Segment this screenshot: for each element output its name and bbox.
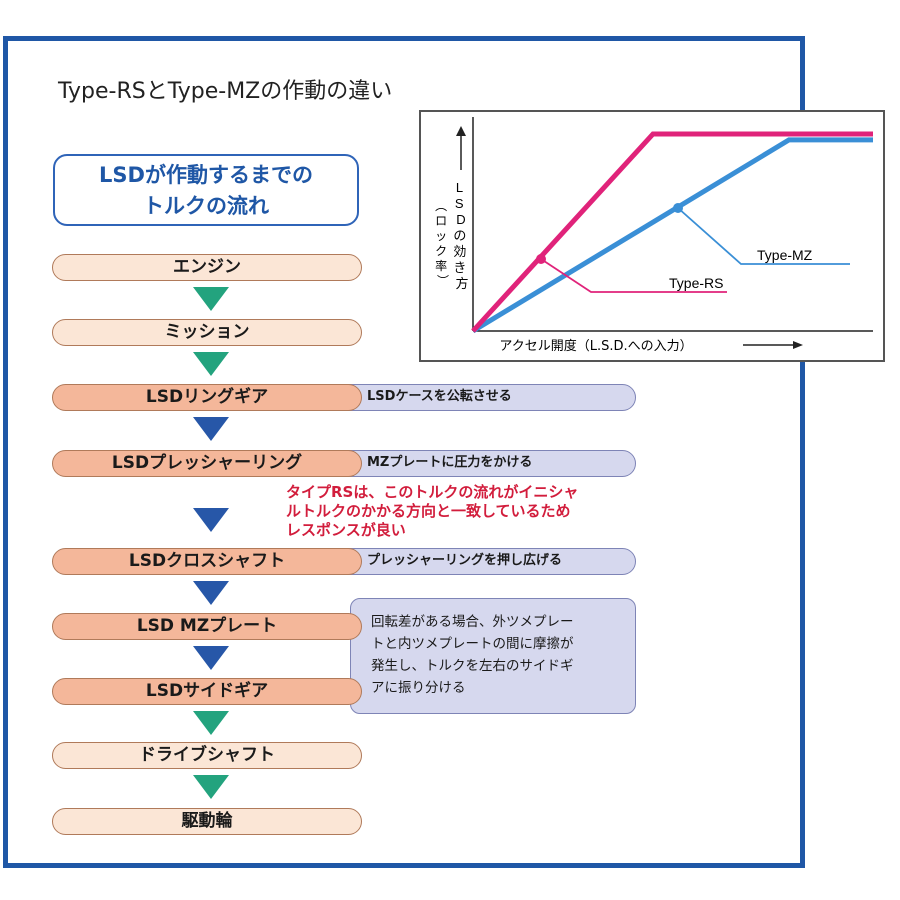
page-title: Type-RSとType-MZの作動の違い [58, 79, 393, 104]
flow-arrow-icon [193, 417, 229, 441]
flow-arrow-icon [193, 646, 229, 670]
lsd-chart-svg: L S D の 効 き 方 ︵ ロ ッ ク 率 ︶ アクセル開度（L.S.D.へ… [435, 117, 873, 354]
note-line: タイプRSは、このトルクの流れがイニシャ [286, 483, 579, 501]
series-line-type-mz [471, 137, 873, 334]
type-rs-note: タイプRSは、このトルクの流れがイニシャ ルトルクのかかる方向と一致しているため… [286, 483, 578, 540]
type-mz-marker [673, 203, 683, 213]
desc-mz-plate-line: 発生し、トルクを左右のサイドギ [371, 658, 574, 674]
step-drive-shaft: ドライブシャフト [52, 742, 362, 769]
step-engine: エンジン [52, 254, 362, 281]
flow-arrow-icon [193, 287, 229, 311]
desc-mz-plate-line: 回転差がある場合、外ツメプレー [371, 614, 574, 630]
y-axis-label-2: の 効 き 方 [453, 229, 470, 292]
x-arrowhead-icon [793, 341, 803, 349]
flow-arrow-icon [193, 508, 229, 532]
ylabel-char: L [456, 180, 463, 195]
desc-mz-plate: 回転差がある場合、外ツメプレー トと内ツメプレートの間に摩擦が 発生し、トルクを… [350, 598, 636, 714]
series-line-type-rs [471, 131, 873, 333]
desc-mz-plate-line: アに振り分ける [371, 680, 466, 696]
step-lsd-side-gear: LSDサイドギア [52, 678, 362, 705]
step-lsd-pressure-ring: LSDプレッシャーリング [52, 450, 362, 477]
step-lsd-mz-plate: LSD MZプレート [52, 613, 362, 640]
ylabel-char: S [455, 196, 464, 211]
lsd-chart: L S D の 効 き 方 ︵ ロ ッ ク 率 ︶ アクセル開度（L.S.D.へ… [419, 110, 885, 362]
flow-header: LSDが作動するまでの トルクの流れ [53, 154, 359, 226]
y-axis-label: L S D [455, 180, 467, 227]
desc-mz-plate-line: トと内ツメプレートの間に摩擦が [371, 636, 574, 652]
note-line: レスポンスが良い [286, 521, 406, 539]
note-line: ルトルクのかかる方向と一致しているため [286, 502, 571, 520]
y-axis-sublabel: ︵ ロ ッ ク 率 ︶ [435, 199, 451, 288]
type-mz-label: Type-MZ [757, 247, 813, 263]
flow-arrow-icon [193, 352, 229, 376]
step-drive-wheel: 駆動輪 [52, 808, 362, 835]
type-mz-leader [677, 207, 850, 265]
flow-arrow-icon [193, 775, 229, 799]
flow-header-line2: トルクの流れ [143, 194, 269, 218]
step-lsd-ring-gear: LSDリングギア [52, 384, 362, 411]
desc-ring-gear: LSDケースを公転させる [348, 384, 636, 411]
type-rs-label: Type-RS [669, 275, 723, 291]
flow-arrow-icon [193, 711, 229, 735]
y-arrowhead-icon [456, 126, 466, 136]
type-rs-leader [540, 258, 727, 293]
step-lsd-cross-shaft: LSDクロスシャフト [52, 548, 362, 575]
x-axis-label: アクセル開度（L.S.D.への入力） [499, 338, 692, 354]
type-rs-marker [536, 254, 546, 264]
step-transmission: ミッション [52, 319, 362, 346]
desc-cross-shaft: プレッシャーリングを押し広げる [348, 548, 636, 575]
flow-arrow-icon [193, 581, 229, 605]
desc-pressure-ring: MZプレートに圧力をかける [348, 450, 636, 477]
ylabel-char: D [456, 212, 465, 227]
flow-header-line1: LSDが作動するまでの [99, 163, 313, 187]
